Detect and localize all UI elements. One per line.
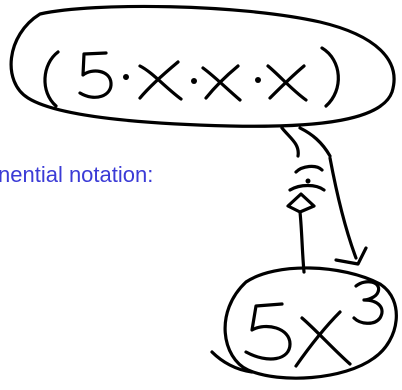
scribble-mid-stroke	[288, 183, 326, 192]
big-x-stroke-a	[300, 316, 352, 366]
x-two-stroke-b	[204, 64, 240, 100]
digit-five-stroke	[78, 51, 113, 99]
up-arrow-head-stroke	[286, 192, 316, 214]
down-arrow-head-stroke	[334, 246, 368, 266]
scribble-top-stroke	[294, 164, 324, 174]
top-oval-stroke	[9, 4, 396, 128]
superscript-three-stroke	[352, 280, 384, 325]
exponential-notation-label: nential notation:	[0, 162, 154, 187]
expanded-expression-ink	[43, 46, 340, 108]
mult-dot-3	[255, 77, 261, 83]
x-one-stroke-a	[138, 64, 183, 101]
up-arrow-shaft-stroke	[298, 210, 306, 274]
connector-left-stroke	[280, 126, 300, 158]
mult-dot-2	[191, 78, 197, 84]
right-paren-stroke	[320, 46, 340, 108]
bottom-oval-tail-stroke	[210, 350, 254, 374]
x-three-stroke-b	[268, 64, 306, 100]
x-one-stroke-b	[138, 60, 180, 100]
big-five-stroke	[244, 302, 292, 361]
exponential-expression-ink	[244, 280, 384, 368]
scribble-dot	[305, 178, 311, 184]
left-paren-stroke	[43, 50, 60, 108]
connector-right-stroke	[298, 126, 332, 158]
big-x-stroke-b	[294, 310, 342, 368]
mult-dot-1	[123, 74, 129, 80]
bottom-oval-stroke	[223, 266, 398, 380]
down-arrow-shaft-stroke	[328, 156, 358, 260]
